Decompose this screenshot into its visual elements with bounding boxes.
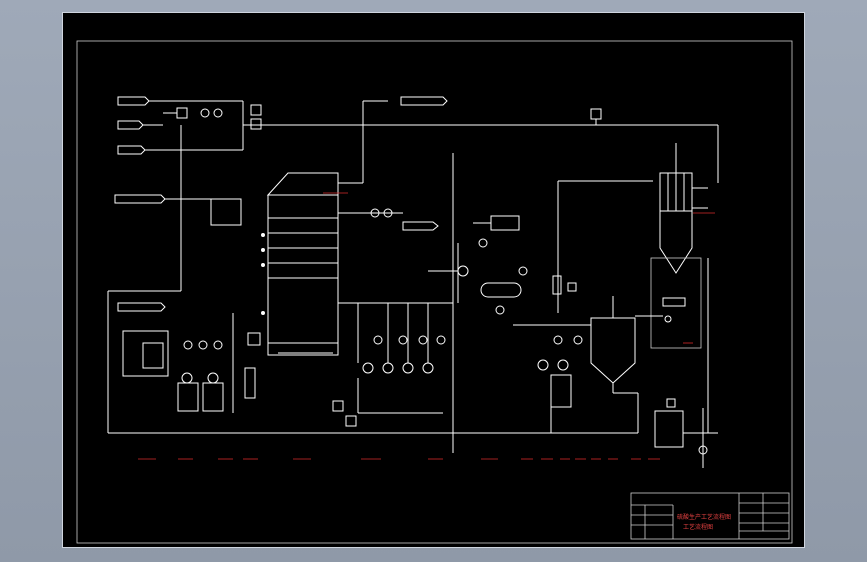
drawing-sheet: 硫酸生产工艺流程图 工艺流程图 — [62, 12, 805, 548]
inlet-tag-5 — [117, 302, 166, 312]
absorption-tower — [261, 96, 448, 356]
inlet-tag-1 — [117, 96, 163, 106]
drawing-title: 硫酸生产工艺流程图 — [677, 513, 731, 521]
inlet-tag-3 — [117, 145, 243, 155]
drawing-subtitle: 工艺流程图 — [683, 523, 713, 531]
instrument-cluster-top-left — [163, 100, 718, 150]
reactor-tower-right — [557, 108, 719, 468]
title-block: 硫酸生产工艺流程图 工艺流程图 — [630, 492, 790, 540]
inlet-tag-4 — [114, 194, 198, 204]
left-pump-group — [107, 125, 453, 434]
heat-exchanger-drum — [428, 215, 528, 315]
settling-tank — [453, 275, 663, 434]
inner-border — [76, 40, 793, 544]
outlet-annotations — [138, 192, 715, 460]
middle-pump-rack — [332, 153, 454, 453]
inlet-tag-2 — [117, 120, 163, 130]
process-flow-diagram: 硫酸生产工艺流程图 工艺流程图 — [76, 40, 793, 544]
